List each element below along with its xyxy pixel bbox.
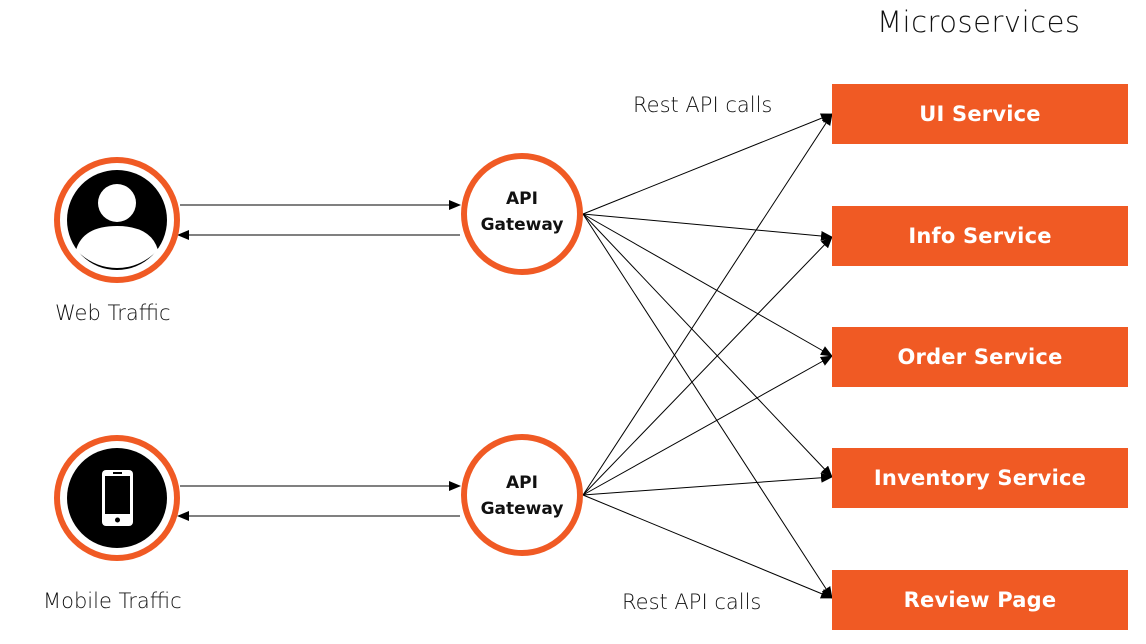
api-gateway-bottom-node [461, 434, 583, 556]
connector-gw2-review [582, 494, 833, 599]
api-gateway-bottom-label: API Gateway [467, 470, 577, 522]
connector-gw1-inventory [582, 213, 833, 478]
mobile-client-node [54, 435, 180, 561]
connector-gw2-ui [582, 113, 833, 496]
connector-gw1-ui [582, 113, 833, 215]
connector-gw1-info [582, 213, 833, 241]
api-gateway-top-line2: Gateway [480, 215, 564, 235]
rest-api-calls-label-top: Rest API calls [633, 93, 773, 117]
user-icon [67, 170, 167, 270]
connector-gw1-review [582, 213, 833, 599]
ui-service-box: UI Service [832, 84, 1128, 144]
review-page-box: Review Page [832, 570, 1128, 630]
gateway-connections [582, 113, 833, 599]
connector-gw2-inventory [582, 472, 833, 496]
api-gateway-top-node [461, 153, 583, 275]
info-service-box: Info Service [832, 206, 1128, 266]
api-gateway-bottom-line2: Gateway [480, 499, 564, 519]
smartphone-icon [67, 448, 167, 548]
connector-gw1-order [582, 213, 833, 357]
microservices-title: Microservices [877, 5, 1081, 39]
web-traffic-label: Web Traffic [55, 301, 171, 325]
inventory-service-box: Inventory Service [832, 448, 1128, 508]
api-gateway-top-line1: API [506, 189, 538, 209]
client-connections [177, 200, 461, 521]
api-gateway-bottom-line1: API [506, 473, 538, 493]
connector-gw2-info [582, 236, 833, 496]
web-client-node [54, 157, 180, 283]
order-service-box: Order Service [832, 327, 1128, 387]
mobile-traffic-label: Mobile Traffic [43, 589, 182, 613]
rest-api-calls-label-bottom: Rest API calls [622, 590, 762, 614]
connector-gw2-order [582, 355, 833, 496]
api-gateway-top-label: API Gateway [467, 186, 577, 238]
